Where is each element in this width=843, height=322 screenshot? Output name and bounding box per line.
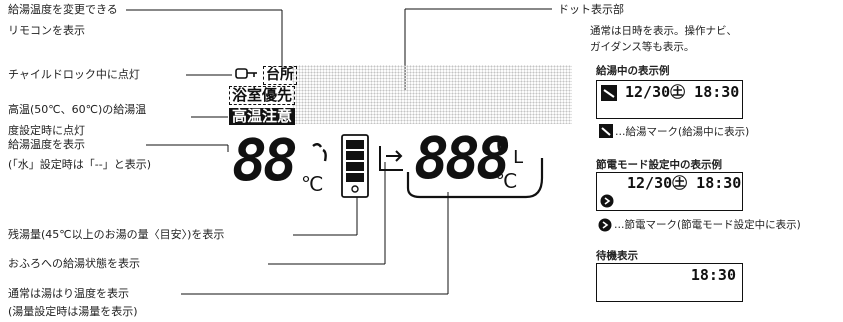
volume-zero-digit: 0 <box>496 134 510 159</box>
example-standby-title: 待機表示 <box>596 250 638 262</box>
callout-supply-temp-line2: (「水」設定時は「--」と表示) <box>8 158 152 171</box>
power-save-mark-icon <box>600 194 614 208</box>
power-save-mark-legend-icon <box>598 218 612 232</box>
bathtub-outline <box>406 158 544 199</box>
example-supplying-title: 給湯中の表示例 <box>596 65 670 77</box>
callout-remote-line2: リモコンを表示 <box>8 24 85 37</box>
example-eco-note: …節電マーク(節電モード設定中に表示) <box>614 219 801 231</box>
dot-matrix-area <box>292 65 572 124</box>
example-eco-text: 12/30㊏ 18:30 <box>627 174 742 192</box>
remaining-water-gauge-icon <box>341 134 369 198</box>
example-eco-box: 12/30㊏ 18:30 <box>596 172 743 211</box>
high-temp-warning-indicator: 高温注意 <box>229 108 296 125</box>
example-supplying-note: …給湯マーク(給湯中に表示) <box>615 126 750 138</box>
key-lock-icon <box>235 68 257 79</box>
callout-fill-temp-line1: 通常は湯はり温度を表示 <box>8 287 129 300</box>
bath-priority-indicator: 浴室優先 <box>229 86 296 105</box>
liters-unit: L <box>513 147 524 168</box>
bath-supply-icon <box>379 146 403 171</box>
example-supplying-text: 12/30㊏ 18:30 <box>625 83 740 101</box>
callout-fill-temp-line2: (湯量設定時は湯量を表示) <box>8 305 138 318</box>
example-eco-title: 節電モード設定中の表示例 <box>596 159 722 171</box>
fill-temp-digits: 888 <box>414 124 511 192</box>
example-supplying-box: 12/30㊏ 18:30 <box>596 80 743 119</box>
callout-remaining: 残湯量(45℃以上のお湯の量〈目安〉)を表示 <box>8 228 225 241</box>
kitchen-indicator: 台所 <box>263 66 297 85</box>
callout-child-lock: チャイルドロック中に点灯 <box>8 68 140 81</box>
callout-dot-area: ドット表示部 <box>558 3 624 16</box>
example-standby-box: 18:30 <box>596 263 743 302</box>
dot-desc-line2: ガイダンス等も表示。 <box>590 41 695 53</box>
callout-bath-supply: おふろへの給湯状態を表示 <box>8 257 140 270</box>
callout-high-temp-line1: 高温(50℃、60℃)の給湯温 <box>8 103 147 116</box>
callout-supply-temp-line1: 給湯温度を表示 <box>8 138 85 151</box>
callout-remote-line1: 給湯温度を変更できる <box>8 3 118 16</box>
dot-desc-line1: 通常は日時を表示。操作ナビ、 <box>590 25 737 37</box>
callout-high-temp-line2: 度設定時に点灯 <box>8 124 85 137</box>
supply-temp-digits: 88 <box>232 126 298 194</box>
fill-temp-unit: ℃ <box>495 169 518 193</box>
faucet-icon <box>312 143 327 162</box>
supply-temp-unit: ℃ <box>301 172 324 196</box>
example-standby-text: 18:30 <box>690 266 736 284</box>
hot-water-supply-mark-legend-icon <box>599 124 613 138</box>
hot-water-supply-mark-icon <box>601 85 617 101</box>
